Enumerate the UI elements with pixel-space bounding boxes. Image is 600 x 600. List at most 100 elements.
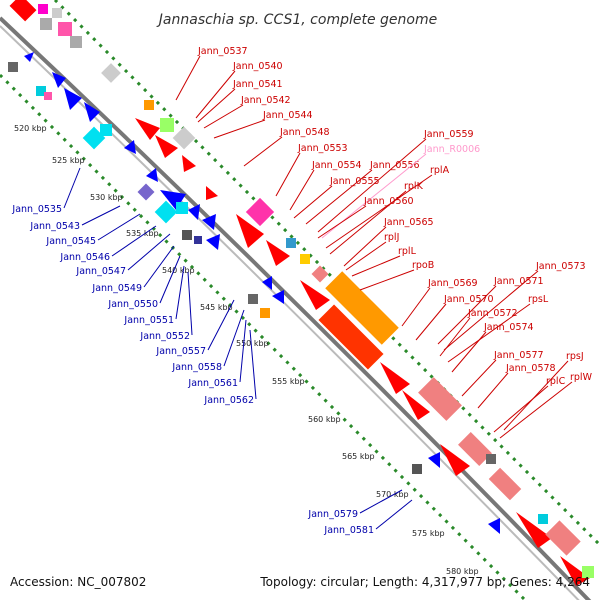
gene-arrow — [24, 52, 34, 62]
leader-line — [437, 285, 497, 345]
leader-line — [351, 255, 401, 277]
tick-label: 520 kbp — [14, 124, 47, 133]
gene-arrow — [440, 444, 470, 476]
minus-strand-labels: Jann_0535Jann_0543Jann_0545Jann_0546Jann… — [11, 167, 413, 536]
gene-block — [176, 202, 188, 214]
dotted-track-outer-plus — [53, 0, 600, 547]
gene-label: rplA — [430, 165, 450, 176]
gene-label: Jann_0558 — [171, 362, 222, 373]
gene-arrow — [146, 168, 158, 182]
gene-label: Jann_0574 — [483, 322, 534, 333]
leader-line — [239, 319, 247, 383]
gene-block — [486, 454, 496, 464]
gene-block — [458, 432, 492, 466]
gene-label: Jann_0565 — [383, 217, 434, 228]
leader-line — [175, 265, 185, 320]
leader-line — [493, 385, 549, 433]
gene-block — [40, 18, 52, 30]
gene-block — [70, 36, 82, 48]
gene-arrow — [236, 214, 264, 248]
leader-line — [359, 269, 415, 291]
gene-label: Jann_0572 — [467, 308, 518, 319]
leader-line — [213, 119, 266, 139]
leader-line — [143, 245, 175, 288]
leader-line — [415, 303, 447, 341]
gene-block — [182, 230, 192, 240]
gene-block — [144, 100, 154, 110]
leader-line — [359, 489, 403, 514]
gene-label: Jann_0579 — [307, 509, 358, 520]
gene-block — [311, 265, 329, 283]
gene-block — [52, 8, 62, 18]
tick-label: 580 kbp — [446, 567, 479, 576]
gene-block — [44, 92, 52, 100]
gene-arrow — [380, 362, 410, 394]
gene-label: rplW — [570, 372, 593, 383]
gene-label: Jann_0571 — [493, 276, 544, 287]
leader-line — [345, 241, 387, 271]
leader-line — [207, 299, 235, 351]
gene-label: Jann_0544 — [262, 110, 313, 121]
gene-block — [260, 308, 270, 318]
leader-line — [461, 359, 497, 397]
gene-label: Jann_0557 — [155, 346, 206, 357]
gene-block — [194, 236, 202, 244]
tick-label: 525 kbp — [52, 156, 85, 165]
gene-block — [100, 124, 112, 136]
gene-label: Jann_0549 — [91, 283, 142, 294]
gene-label: Jann_0555 — [329, 176, 380, 187]
gene-label: rplC — [546, 376, 566, 387]
tick-label: 535 kbp — [126, 229, 159, 238]
leader-line — [375, 499, 413, 530]
map-title: Jannaschia sp. CCS1, complete genome — [156, 12, 437, 28]
gene-label: Jann_0545 — [45, 236, 96, 247]
gene-arrow — [188, 204, 200, 220]
gene-block — [300, 254, 310, 264]
gene-arrow — [300, 280, 330, 310]
leader-line — [293, 185, 333, 219]
gene-label: Jann_0542 — [240, 95, 291, 106]
gene-block — [82, 126, 106, 150]
gene-block — [412, 464, 422, 474]
gene-arrow — [124, 140, 136, 154]
leader-line — [343, 226, 387, 267]
gene-block — [488, 467, 522, 501]
gene-label: Jann_0550 — [107, 299, 158, 310]
leader-line — [243, 136, 283, 167]
gene-block — [418, 377, 462, 421]
gene-block — [248, 294, 258, 304]
gene-block — [8, 62, 18, 72]
leader-line — [329, 190, 407, 255]
gene-block — [58, 22, 72, 36]
leader-line — [499, 381, 573, 439]
gene-arrow — [206, 234, 220, 250]
gene-label: Jann_0570 — [443, 294, 494, 305]
leader-line — [197, 88, 236, 123]
leader-line — [477, 372, 509, 409]
tick-label: 555 kbp — [272, 377, 305, 386]
plus-strand-labels: Jann_0537Jann_0540Jann_0541Jann_0542Jann… — [175, 46, 593, 439]
leader-line — [187, 271, 193, 336]
gene-label: Jann_0552 — [139, 331, 190, 342]
topology-text: Topology: circular; Length: 4,317,977 bp… — [259, 575, 590, 589]
leader-line — [401, 287, 431, 327]
gene-label: Jann_0541 — [232, 79, 283, 90]
gene-label: Jann_0547 — [75, 266, 126, 277]
gene-label: Jann_R0006 — [423, 144, 480, 155]
gene-label: Jann_0556 — [369, 160, 420, 171]
gene-label: Jann_0543 — [29, 221, 80, 232]
gene-label: Jann_0554 — [311, 160, 362, 171]
gene-arrow — [135, 118, 160, 140]
leader-line — [443, 270, 539, 351]
gene-label: rplL — [398, 246, 417, 257]
accession-text: Accession: NC_007802 — [10, 575, 146, 589]
gene-label: Jann_0561 — [187, 378, 238, 389]
gene-block — [101, 63, 121, 83]
leader-line — [305, 169, 373, 225]
gene-label: Jann_0537 — [197, 46, 248, 57]
gene-block — [318, 304, 384, 370]
tick-label: 560 kbp — [308, 415, 341, 424]
gene-arrow — [182, 155, 196, 172]
